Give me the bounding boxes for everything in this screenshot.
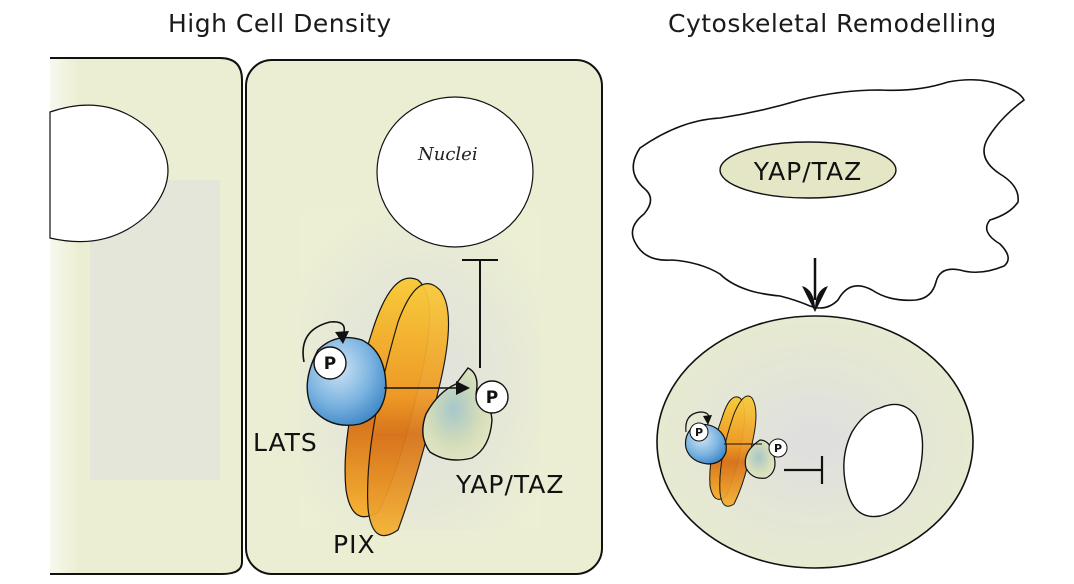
down-arrow: [802, 258, 828, 312]
svg-text:P: P: [774, 442, 782, 455]
mini-phospho-badge-yap: P: [768, 438, 788, 458]
svg-text:P: P: [486, 388, 498, 408]
neighbor-cell: [49, 57, 243, 575]
mini-phospho-badge-lats: P: [689, 422, 709, 442]
lats-label: LATS: [253, 428, 318, 457]
neighbor-nucleus: [49, 104, 169, 243]
pix-protein: [344, 277, 450, 536]
nucleus: [376, 96, 534, 248]
rounded-cell: [656, 315, 974, 569]
right-panel-title: Cytoskeletal Remodelling: [668, 9, 997, 38]
nuclear-yap-taz-label: YAP/TAZ: [753, 157, 863, 186]
rounded-cell-nucleus: [843, 403, 924, 518]
left-panel-title: High Cell Density: [168, 9, 392, 38]
autophosphorylation-arrow: [302, 321, 346, 363]
nuclear-inhibition-marker: [462, 259, 498, 368]
mini-inhibition-marker: [784, 456, 824, 484]
phospho-badge-yap: P: [475, 380, 509, 414]
pix-label: PIX: [333, 530, 376, 559]
nuclear-yap-taz-oval: [719, 141, 897, 199]
svg-text:P: P: [324, 354, 336, 374]
yap-taz-label: YAP/TAZ: [455, 470, 565, 499]
nuclei-label: Nuclei: [417, 144, 478, 165]
svg-text:P: P: [695, 426, 703, 439]
phospho-badge-lats: P: [313, 346, 347, 380]
mini-pix-protein: [709, 395, 757, 507]
